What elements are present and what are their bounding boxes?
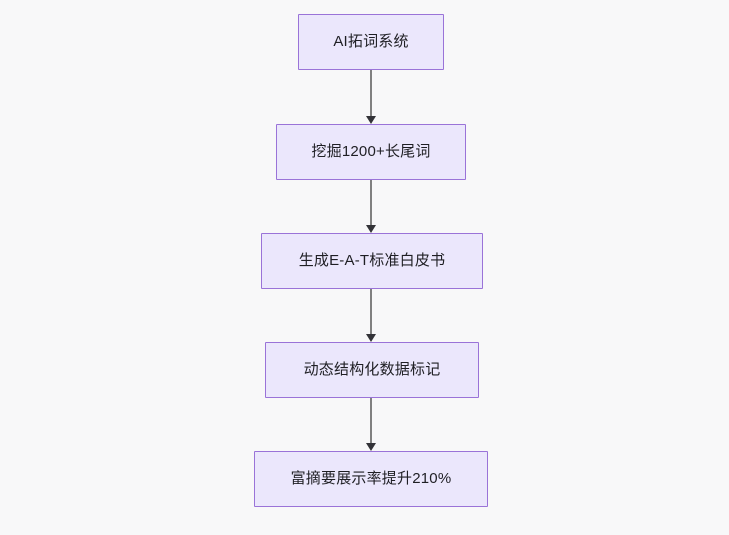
flow-node-eat-whitepaper[interactable]: 生成E-A-T标准白皮书 [261, 233, 483, 289]
arrowhead-icon [366, 443, 376, 451]
arrowhead-icon [366, 334, 376, 342]
flow-node-structured-data-markup[interactable]: 动态结构化数据标记 [265, 342, 479, 398]
flow-node-longtail-mining[interactable]: 挖掘1200+长尾词 [276, 124, 466, 180]
arrowhead-icon [366, 225, 376, 233]
edge-line [370, 289, 372, 334]
edge-line [370, 398, 372, 443]
flow-node-ai-keyword-system[interactable]: AI拓词系统 [298, 14, 444, 70]
flow-node-rich-snippet-result[interactable]: 富摘要展示率提升210% [254, 451, 488, 507]
arrowhead-icon [366, 116, 376, 124]
edge-line [370, 70, 372, 116]
edge-line [370, 180, 372, 225]
